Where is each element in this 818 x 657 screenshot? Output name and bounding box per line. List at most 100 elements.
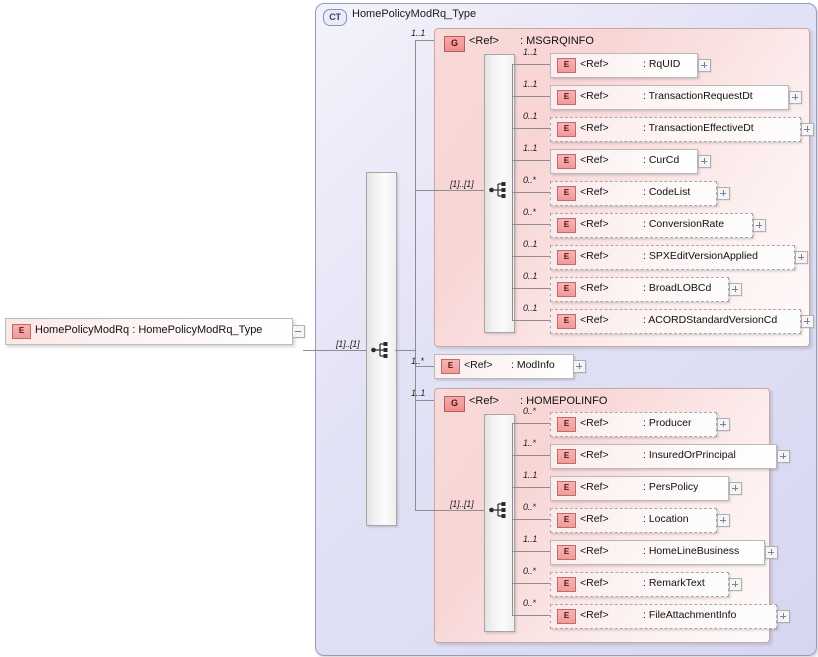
group-name-homepolinfo: : HOMEPOLINFO: [520, 395, 608, 407]
sequence-compositor-icon-root: [371, 342, 388, 358]
connector-line: [512, 423, 550, 424]
element-modinfo[interactable]: E <Ref> : ModInfo: [434, 354, 574, 379]
element-icon: E: [557, 186, 576, 201]
expand-toggle[interactable]: [729, 283, 742, 296]
cardinality-label: 1..1: [523, 143, 538, 153]
expand-toggle[interactable]: [777, 450, 790, 463]
cardinality-label: 1..1: [523, 470, 538, 480]
connector-line: [512, 320, 550, 321]
cardinality-msgrqinfo-sequence: [1]..[1]: [450, 179, 474, 189]
expand-toggle[interactable]: [717, 514, 730, 527]
sequence-bar-homepolinfo: [484, 414, 515, 632]
cardinality-homepolinfo-sequence: [1]..[1]: [450, 499, 474, 509]
connector-line: [512, 519, 550, 520]
element-ref-label: <Ref>: [580, 250, 609, 262]
connector-line: [512, 192, 550, 193]
element-ref-label: <Ref>: [580, 122, 609, 134]
element-homelinebusiness[interactable]: E<Ref>: HomeLineBusiness: [550, 540, 765, 565]
expand-toggle[interactable]: [729, 578, 742, 591]
element-name-label: : ACORDStandardVersionCd: [643, 314, 778, 326]
expand-toggle[interactable]: [777, 610, 790, 623]
element-icon: E: [557, 218, 576, 233]
cardinality-label: 0..*: [523, 598, 536, 608]
element-name-label: : ConversionRate: [643, 218, 725, 230]
group-ref-label: <Ref>: [469, 35, 499, 47]
expand-toggle[interactable]: [795, 251, 808, 264]
cardinality-group-msgrqinfo: 1..1: [411, 28, 426, 38]
element-icon: E: [12, 324, 31, 339]
expand-toggle-modinfo[interactable]: [573, 360, 586, 373]
cardinality-label: 0..*: [523, 175, 536, 185]
element-name-label: : Producer: [643, 417, 692, 429]
expand-toggle[interactable]: [717, 418, 730, 431]
cardinality-label: 0..1: [523, 271, 538, 281]
element-ref-label: <Ref>: [580, 186, 609, 198]
connector-line: [303, 350, 366, 351]
element-remarktext[interactable]: E<Ref>: RemarkText: [550, 572, 729, 597]
element-icon: E: [557, 417, 576, 432]
element-transactionrequestdt[interactable]: E<Ref>: TransactionRequestDt: [550, 85, 789, 110]
element-ref-label: <Ref>: [580, 577, 609, 589]
sequence-compositor-icon-homepolinfo: [489, 502, 506, 518]
element-broadlobcd[interactable]: E<Ref>: BroadLOBCd: [550, 277, 729, 302]
element-icon: E: [557, 481, 576, 496]
cardinality-label: 1..1: [523, 47, 538, 57]
element-icon: E: [557, 513, 576, 528]
element-fileattachmentinfo[interactable]: E<Ref>: FileAttachmentInfo: [550, 604, 777, 629]
element-codelist[interactable]: E<Ref>: CodeList: [550, 181, 717, 206]
element-producer[interactable]: E<Ref>: Producer: [550, 412, 717, 437]
root-element-homepolicymodrq[interactable]: E HomePolicyModRq : HomePolicyModRq_Type: [5, 318, 293, 345]
element-ref-label: <Ref>: [580, 513, 609, 525]
expand-toggle[interactable]: [801, 315, 814, 328]
element-icon: E: [557, 58, 576, 73]
element-ref-label: <Ref>: [580, 58, 609, 70]
connector-line: [512, 615, 550, 616]
connector-line: [415, 190, 416, 510]
element-name-label: : RqUID: [643, 58, 681, 70]
element-spxeditversionapplied[interactable]: E<Ref>: SPXEditVersionApplied: [550, 245, 795, 270]
cardinality-label: 0..*: [523, 566, 536, 576]
element-acordstandardversioncd[interactable]: E<Ref>: ACORDStandardVersionCd: [550, 309, 801, 334]
element-icon: E: [557, 314, 576, 329]
connector-line: [415, 190, 484, 191]
element-ref-label: <Ref>: [580, 449, 609, 461]
expand-toggle[interactable]: [765, 546, 778, 559]
element-conversionrate[interactable]: E<Ref>: ConversionRate: [550, 213, 753, 238]
element-name-label: : TransactionRequestDt: [643, 90, 753, 102]
connector-line: [415, 400, 416, 510]
connector-line: [512, 96, 550, 97]
expand-toggle[interactable]: [789, 91, 802, 104]
connector-line: [512, 583, 550, 584]
cardinality-label: 1..1: [523, 534, 538, 544]
expand-toggle[interactable]: [698, 155, 711, 168]
connector-line: [512, 256, 550, 257]
expand-toggle[interactable]: [729, 482, 742, 495]
cardinality-label: 0..1: [523, 303, 538, 313]
element-ref-label: <Ref>: [580, 545, 609, 557]
connector-line: [512, 160, 550, 161]
cardinality-label: 0..*: [523, 207, 536, 217]
connector-line: [512, 64, 550, 65]
element-icon: E: [557, 609, 576, 624]
connector-line: [512, 224, 550, 225]
expand-toggle[interactable]: [801, 123, 814, 136]
cardinality-label: 1..1: [523, 79, 538, 89]
element-curcd[interactable]: E<Ref>: CurCd: [550, 149, 698, 174]
connector-line: [415, 40, 416, 190]
element-perspolicy[interactable]: E<Ref>: PersPolicy: [550, 476, 729, 501]
expand-toggle[interactable]: [698, 59, 711, 72]
collapse-toggle-root[interactable]: [292, 325, 305, 338]
expand-toggle[interactable]: [753, 219, 766, 232]
element-name-label: : CurCd: [643, 154, 680, 166]
element-insuredorprincipal[interactable]: E<Ref>: InsuredOrPrincipal: [550, 444, 777, 469]
element-name-label: : HomeLineBusiness: [643, 545, 740, 557]
element-icon: E: [441, 359, 460, 374]
element-rquid[interactable]: E <Ref> : RqUID: [550, 53, 698, 78]
element-location[interactable]: E<Ref>: Location: [550, 508, 717, 533]
expand-toggle[interactable]: [717, 187, 730, 200]
cardinality-label: 1..*: [523, 438, 536, 448]
element-transactioneffectivedt[interactable]: E<Ref>: TransactionEffectiveDt: [550, 117, 801, 142]
connector-line: [512, 551, 550, 552]
element-ref-label: <Ref>: [580, 481, 609, 493]
